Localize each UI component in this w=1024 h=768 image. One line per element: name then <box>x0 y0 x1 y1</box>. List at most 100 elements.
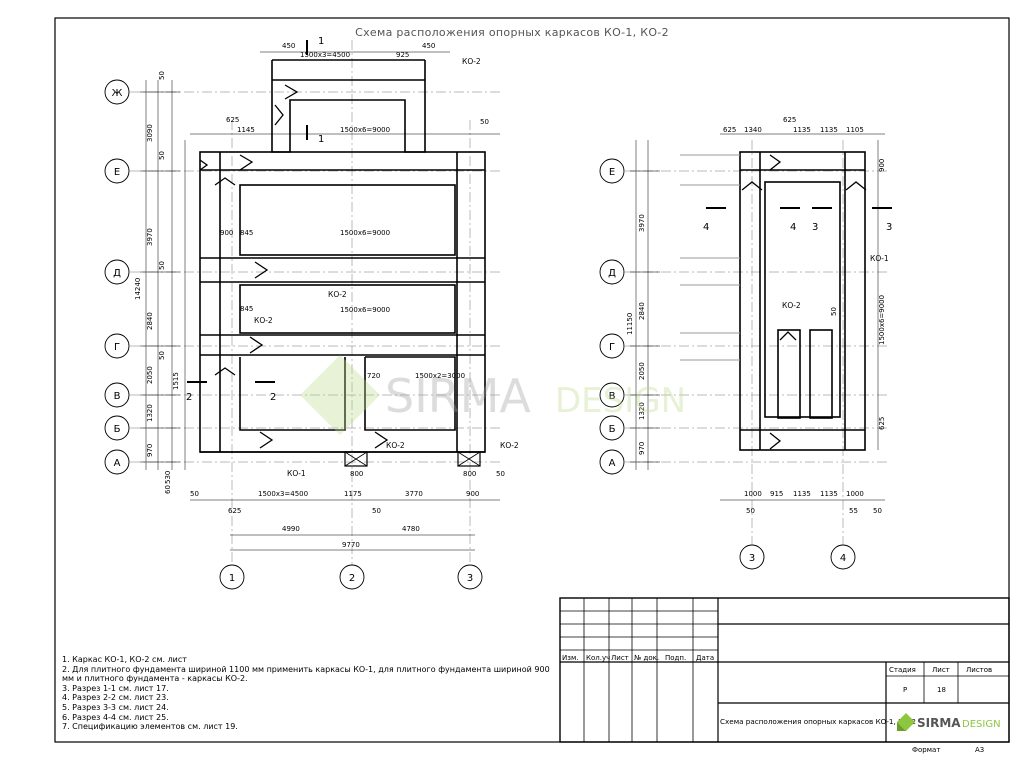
dim-11150: 11150 <box>626 313 634 335</box>
dim-1145: 1145 <box>237 126 255 134</box>
note-2-cont: мм и плитного фундамента - каркасы КО-2. <box>62 674 248 684</box>
dim-1320-r: 1320 <box>638 402 646 420</box>
note-2: 2. Для плитного фундамента шириной 1100 … <box>62 664 550 674</box>
dim-3090: 3090 <box>146 124 154 142</box>
axis-left-row-2: Д <box>113 268 121 279</box>
axis-left-row-4: В <box>114 391 121 402</box>
axis-right-row-0: Е <box>609 167 615 178</box>
label-ko2-bottom: КО-2 <box>386 441 405 450</box>
dim-50-v1: 50 <box>158 71 166 80</box>
note-7: 7. Спецификацию элементов см. лист 19. <box>62 722 238 732</box>
dim-1175: 1175 <box>344 490 362 498</box>
axis-right-row-3: В <box>609 391 616 402</box>
tb-listov: Листов <box>966 666 992 674</box>
dim-1500x6-c: 1500х6=9000 <box>340 306 390 314</box>
axis-left-row-3: Г <box>114 342 120 353</box>
dim-1500x6-b: 1500х6=9000 <box>340 229 390 237</box>
dim-50-r: 50 <box>873 507 882 515</box>
sheet-frame <box>54 17 1010 743</box>
label-ko2-mid: КО-2 <box>328 290 347 299</box>
axis-left-row-6: А <box>114 458 121 469</box>
section-4-right: 4 <box>790 222 796 233</box>
axis-left-col-1: 2 <box>349 573 355 584</box>
axis-right-col-0: 3 <box>749 553 755 564</box>
dim-1105: 1105 <box>846 126 864 134</box>
dim-50-b: 50 <box>496 470 505 478</box>
note-1: 1. Каркас КО-1, КО-2 см. лист <box>62 655 187 664</box>
dim-50-v2: 50 <box>158 151 166 160</box>
left-plan <box>130 40 500 565</box>
axis-bubbles-left <box>104 79 483 590</box>
watermark-logo: SIRMA DESIGN <box>300 355 686 435</box>
dim-1500x3-bot: 1500х3=4500 <box>258 490 308 498</box>
page-title: Схема расположения опорных каркасов КО-1… <box>355 26 669 39</box>
dim-50-v3: 50 <box>158 261 166 270</box>
dim-14240: 14240 <box>134 278 142 300</box>
dim-1135-r-top-b: 1135 <box>820 126 838 134</box>
dim-900-rv: 900 <box>878 159 886 172</box>
svg-text:SIRMA: SIRMA <box>385 369 531 423</box>
dim-50-rv: 50 <box>830 307 838 316</box>
axis-left-row-0: Ж <box>112 88 123 99</box>
tb-list-h: Лист <box>932 666 950 674</box>
section-1-bottom: 1 <box>318 134 324 145</box>
axis-right-col-1: 4 <box>840 553 846 564</box>
dim-3970-r: 3970 <box>638 214 646 232</box>
dim-1515: 1515 <box>172 372 180 390</box>
axis-left-row-5: Б <box>114 424 121 435</box>
dim-1500x3-top: 1500х3=4500 <box>300 51 350 59</box>
dim-1340: 1340 <box>744 126 762 134</box>
dim-50-d: 50 <box>480 118 489 126</box>
section-4-left: 4 <box>703 222 709 233</box>
dim-1135-r-b: 1135 <box>820 490 838 498</box>
tb-koluch: Кол.уч <box>586 654 610 662</box>
section-2-right: 2 <box>270 392 276 403</box>
dim-4780: 4780 <box>402 525 420 533</box>
dim-50-a: 50 <box>190 490 199 498</box>
label-ko1-bottom: КО-1 <box>287 469 306 478</box>
dim-3970: 3970 <box>146 228 154 246</box>
tb-format-value: А3 <box>975 746 984 754</box>
axis-right-row-4: Б <box>609 424 616 435</box>
dim-1500x2: 1500х2=3000 <box>415 372 465 380</box>
label-ko2-top: КО-2 <box>462 57 481 66</box>
dim-50-c: 50 <box>372 507 381 515</box>
section-2-left: 2 <box>186 392 192 403</box>
section-3-right: 3 <box>886 222 892 233</box>
svg-text:DESIGN: DESIGN <box>555 381 686 421</box>
section-3-left: 3 <box>812 222 818 233</box>
title-block <box>559 597 1010 743</box>
axis-right-row-1: Д <box>608 268 616 279</box>
label-ko2-right: КО-2 <box>782 301 801 310</box>
tb-list: Лист <box>611 654 629 662</box>
right-plan <box>625 133 892 545</box>
dim-625-bot: 625 <box>228 507 241 515</box>
label-ko1-right: КО-1 <box>870 254 889 263</box>
axis-bubbles-right <box>599 158 856 570</box>
dim-970-r: 970 <box>638 442 646 455</box>
tb-izm: Изм. <box>562 654 578 662</box>
tb-podp: Подп. <box>665 654 686 662</box>
dim-2050-r: 2050 <box>638 362 646 380</box>
dim-1320: 1320 <box>146 404 154 422</box>
axis-right-row-5: А <box>609 458 616 469</box>
tb-stadiya: Стадия <box>889 666 916 674</box>
dim-50-v4: 50 <box>158 351 166 360</box>
section-1-top: 1 <box>318 36 324 47</box>
dim-1500x6-a: 1500х6=9000 <box>340 126 390 134</box>
note-5: 5. Разрез 3-3 см. лист 24. <box>62 702 169 712</box>
note-3: 3. Разрез 1-1 см. лист 17. <box>62 683 169 693</box>
dim-2840: 2840 <box>146 312 154 330</box>
dim-530: 530 <box>164 471 172 484</box>
svg-text:SIRMA: SIRMA <box>917 716 961 730</box>
svg-text:DESIGN: DESIGN <box>962 719 1001 730</box>
dim-450-b: 450 <box>422 42 435 50</box>
dim-970: 970 <box>146 444 154 457</box>
axis-right-row-2: Г <box>609 342 615 353</box>
axis-left-col-0: 1 <box>229 573 235 584</box>
axis-left-col-2: 3 <box>467 573 473 584</box>
dim-2050: 2050 <box>146 366 154 384</box>
dim-1000-b: 1000 <box>846 490 864 498</box>
tb-data: Дата <box>696 654 714 662</box>
